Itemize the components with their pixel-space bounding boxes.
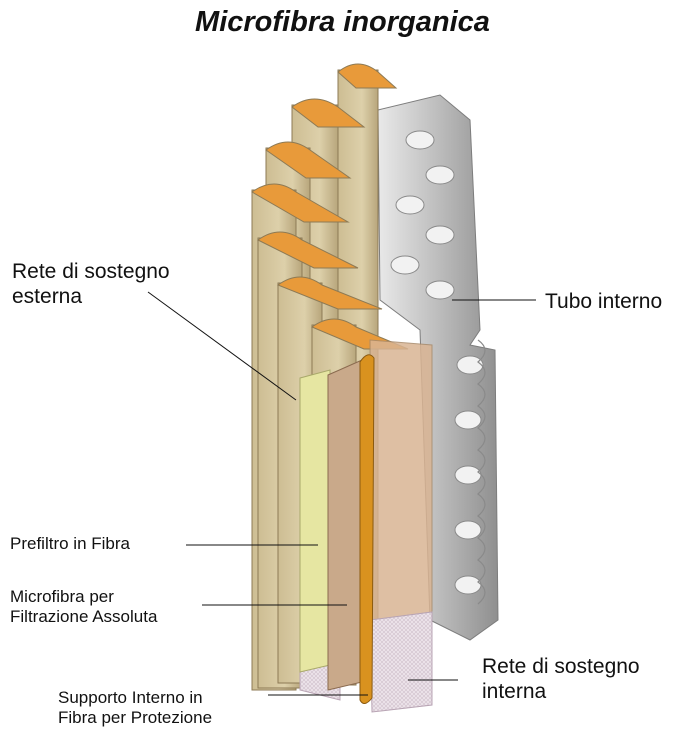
tube-hole (396, 196, 424, 214)
label-outer-mesh-line2: esterna (12, 284, 170, 309)
label-inner-mesh: Rete di sostegno interna (482, 654, 640, 704)
label-microfiber-line2: Filtrazione Assoluta (10, 607, 157, 627)
tube-hole (455, 521, 481, 539)
tube-hole (426, 281, 454, 299)
tube-hole (455, 466, 481, 484)
microfiber-layer (328, 360, 362, 690)
label-microfiber: Microfibra per Filtrazione Assoluta (10, 587, 157, 628)
inner-mesh-layer (370, 612, 432, 712)
label-outer-mesh: Rete di sostegno esterna (12, 259, 170, 309)
label-inner-support-line2: Fibra per Protezione (58, 708, 212, 728)
label-inner-support: Supporto Interno in Fibra per Protezione (58, 688, 212, 729)
label-inner-mesh-line1: Rete di sostegno (482, 654, 640, 679)
inner-support-layer (360, 355, 374, 704)
tube-hole (426, 226, 454, 244)
label-microfiber-line1: Microfibra per (10, 587, 157, 607)
label-inner-mesh-line2: interna (482, 679, 640, 704)
tube-hole (455, 576, 481, 594)
prefilter-layer (300, 370, 330, 672)
label-inner-tube: Tubo interno (545, 289, 662, 314)
tube-hole (457, 356, 483, 374)
label-outer-mesh-line1: Rete di sostegno (12, 259, 170, 284)
tube-hole (391, 256, 419, 274)
label-inner-support-line1: Supporto Interno in (58, 688, 212, 708)
label-prefilter: Prefiltro in Fibra (10, 534, 130, 554)
tube-hole (406, 131, 434, 149)
tube-hole (426, 166, 454, 184)
tube-hole (455, 411, 481, 429)
